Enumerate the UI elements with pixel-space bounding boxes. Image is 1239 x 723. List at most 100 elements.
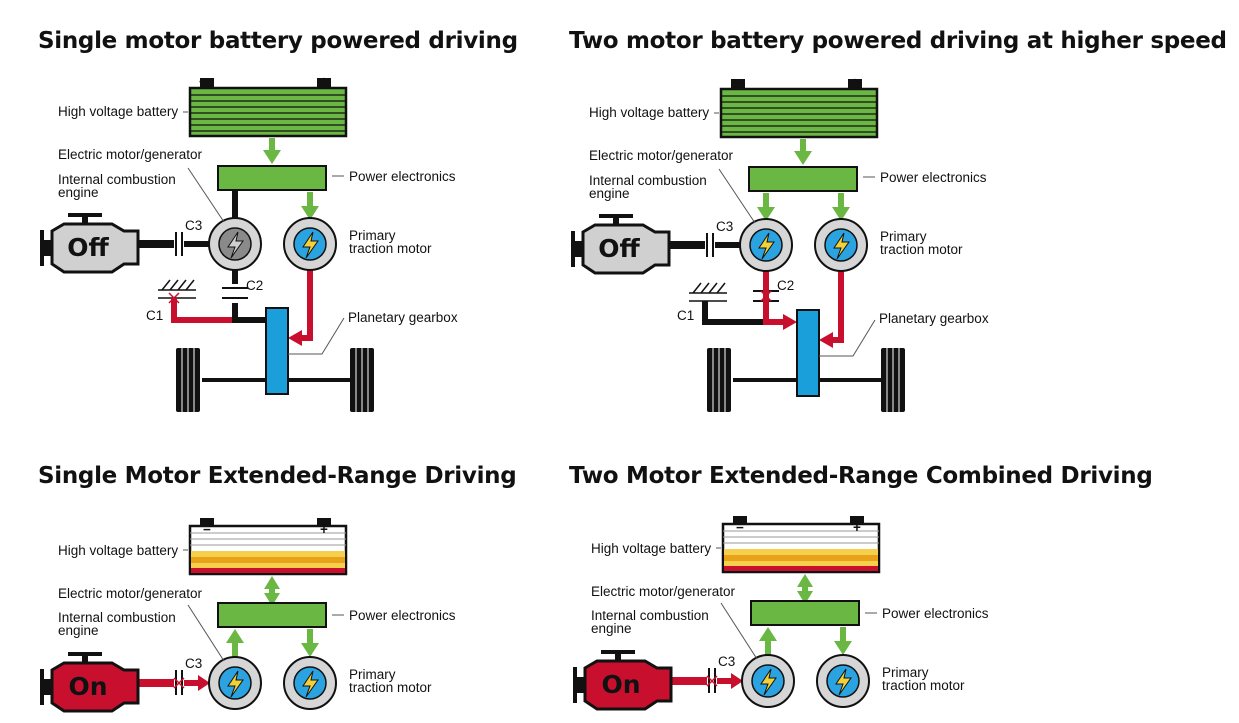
traction-label-line2: traction motor [882,678,965,693]
battery-label: High voltage battery [58,104,178,119]
c3-label: C3 [185,656,202,671]
electronics-label: Power electronics [882,606,989,621]
power-flow-arrow-bidirectional [797,574,813,604]
engine-state-label: On [68,672,107,701]
engine-label-line1: Internal combustion [58,610,176,625]
panel-title: Two Motor Extended-Range Combined Drivin… [569,463,1153,489]
power-flow-arrow-down [301,192,319,220]
engine-label-line2: engine [58,185,99,200]
c3-label: C3 [718,654,735,669]
power-flow-arrow-up [759,627,777,655]
clutch-icon [708,668,716,693]
battery-plus-label: + [320,522,328,537]
engine-label-line2: engine [589,186,630,201]
battery-minus-label: − [736,520,744,535]
gearbox-label: Planetary gearbox [348,310,458,325]
battery-icon [719,79,879,139]
traction-label-line1: Primary [349,228,396,243]
traction-label-line2: traction motor [880,242,963,257]
traction-motor-icon [816,654,870,708]
generator-label: Electric motor/generator [58,147,203,162]
battery-minus-label: − [199,74,207,89]
power-electronics-box [217,602,327,628]
traction-label-line1: Primary [882,665,929,680]
power-electronics-box [217,165,327,191]
engine-icon [40,213,140,274]
generator-motor-icon [208,656,262,710]
panel-title: Single motor battery powered driving [38,28,518,54]
wheel-icon [176,348,200,412]
battery-label: High voltage battery [589,105,709,120]
power-flow-arrow-down [834,627,852,655]
c1-label: C1 [146,308,163,323]
engine-icon [571,214,671,275]
panel-single-motor-battery: Single motor battery powered driving − + [38,28,598,468]
c1-label: C1 [677,308,694,323]
gearbox-label: Planetary gearbox [879,311,989,326]
battery-icon [721,516,881,574]
ground-brake-icon [689,282,727,302]
clutch-icon [175,670,183,695]
powertrain-diagram: − + On [573,516,989,711]
engine-label-line1: Internal combustion [591,608,709,623]
generator-label: Electric motor/generator [58,586,203,601]
power-electronics-box [750,600,860,626]
clutch-icon [222,287,248,299]
power-flow-arrow-down [757,193,775,221]
traction-motor-icon [283,217,337,271]
power-flow-arrow-up [226,629,244,657]
battery-plus-label: + [851,75,859,90]
generator-label: Electric motor/generator [591,584,736,599]
clutch-icon [175,232,183,256]
engine-label-line1: Internal combustion [58,172,176,187]
wheel-icon [350,348,374,412]
power-flow-arrow-down [794,139,812,165]
wheel-icon [881,348,905,412]
battery-icon [188,518,348,576]
planetary-gearbox [265,307,289,395]
traction-label-line2: traction motor [349,241,432,256]
electronics-label: Power electronics [880,170,987,185]
c3-label: C3 [185,218,202,233]
engine-label-line1: Internal combustion [589,173,707,188]
panel-two-motor-extended-range: Two Motor Extended-Range Combined Drivin… [569,463,1153,711]
battery-minus-label: − [203,522,211,537]
battery-label: High voltage battery [591,541,711,556]
electronics-label: Power electronics [349,169,456,184]
battery-label: High voltage battery [58,543,178,558]
battery-icon [188,78,348,138]
battery-minus-label: − [734,75,742,90]
electronics-label: Power electronics [349,608,456,623]
traction-label-line2: traction motor [349,680,432,695]
battery-plus-label: + [320,74,328,89]
generator-label: Electric motor/generator [589,148,734,163]
traction-label-line1: Primary [880,229,927,244]
engine-label-line2: engine [58,623,99,638]
battery-plus-label: + [853,520,861,535]
engine-state-label: Off [67,233,109,262]
traction-label-line1: Primary [349,667,396,682]
powertrain-diagram: − + [571,75,989,412]
power-flow-arrow-down [263,138,281,164]
clutch-icon [706,233,714,257]
power-flow-arrow-down [832,193,850,221]
planetary-gearbox [796,309,820,397]
c2-label: C2 [246,278,263,293]
power-flow-arrow-down [301,629,319,657]
engine-state-label: Off [598,234,640,263]
traction-motor-icon [814,218,868,272]
powertrain-diagram: − + On [40,518,456,713]
generator-motor-icon [741,654,795,708]
powertrain-diagram: − + [40,74,458,412]
power-flow-arrow-bidirectional [264,576,280,606]
panel-two-motor-battery: Two motor battery powered driving at hig… [569,28,1227,468]
engine-state-label: On [601,670,640,699]
traction-motor-icon [283,656,337,710]
panel-title: Single Motor Extended-Range Driving [38,463,517,489]
panel-title: Two motor battery powered driving at hig… [569,28,1227,54]
c2-label: C2 [777,278,794,293]
generator-motor-icon [208,217,262,271]
wheel-icon [707,348,731,412]
generator-motor-icon [739,218,793,272]
c3-label: C3 [716,219,733,234]
